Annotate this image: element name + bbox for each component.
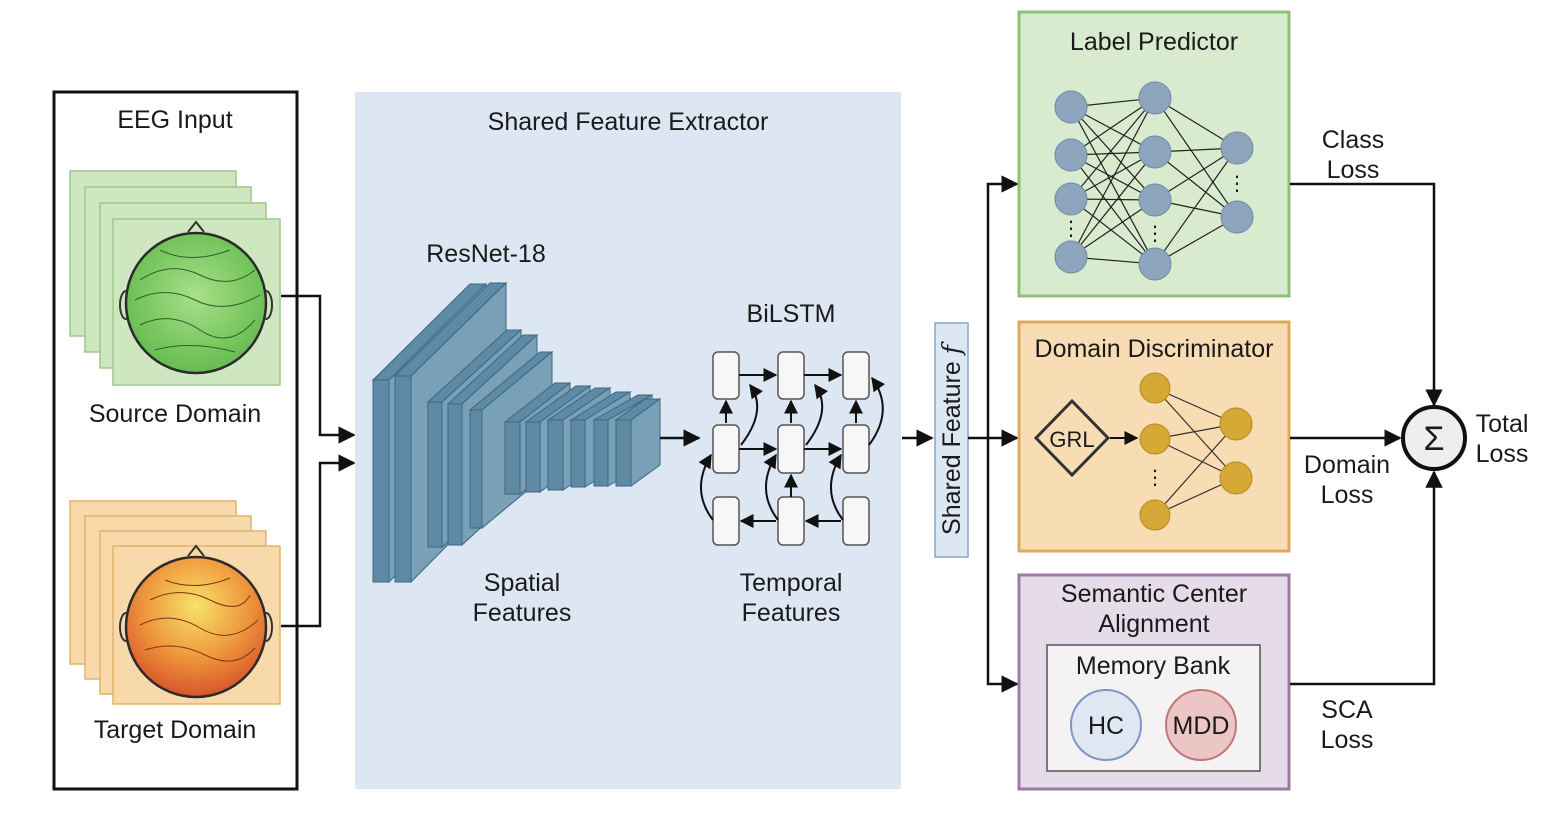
label-predictor-panel: Label Predictor ⋮ ⋮ ⋮ <box>1017 10 1291 298</box>
lp-ellipsis-3: ⋮ <box>1227 173 1247 195</box>
class-loss-line2: Loss <box>1327 156 1380 184</box>
temporal-features-line1: Temporal <box>740 569 843 597</box>
sca-title-line2: Alignment <box>1098 610 1209 638</box>
mdd-label: MDD <box>1173 712 1230 740</box>
spatial-features-line2: Features <box>473 599 572 627</box>
domain-loss-line2: Loss <box>1321 481 1374 509</box>
loss-arrows <box>1290 182 1443 686</box>
grl-block: GRL <box>1033 398 1111 478</box>
label-predictor-title: Label Predictor <box>1070 28 1238 56</box>
domain-discriminator-title: Domain Discriminator <box>1035 335 1274 363</box>
target-domain-stack <box>69 500 281 705</box>
eeg-input-title: EEG Input <box>117 106 232 134</box>
grl-label: GRL <box>1049 427 1094 452</box>
spatial-features-line1: Spatial <box>484 569 560 597</box>
class-loss-line1: Class <box>1322 126 1385 154</box>
bilstm-cells <box>712 351 870 546</box>
target-domain-label: Target Domain <box>94 716 257 744</box>
bilstm-connections <box>698 368 886 528</box>
branch-arrows <box>968 175 1019 693</box>
total-loss-line1: Total <box>1476 410 1529 438</box>
lp-ellipsis-1: ⋮ <box>1061 218 1081 240</box>
bilstm-label: BiLSTM <box>747 300 836 328</box>
dd-ellipsis: ⋮ <box>1145 467 1165 489</box>
sca-panel: Semantic Center Alignment Memory Bank HC… <box>1017 573 1291 791</box>
memory-bank: Memory Bank HC MDD <box>1046 644 1261 772</box>
svg-text:Shared Feature f: Shared Feature f <box>937 341 966 535</box>
hc-center <box>1070 689 1142 761</box>
resnet-label: ResNet-18 <box>426 240 546 268</box>
shared-feature-extractor-panel: Shared Feature Extractor ResNet-18 <box>355 92 901 789</box>
source-domain-stack <box>69 170 281 386</box>
memory-bank-label: Memory Bank <box>1076 652 1231 680</box>
shared-feature-symbol: f <box>937 341 966 356</box>
sca-title-line1: Semantic Center <box>1061 580 1247 608</box>
sum-node: Σ <box>1401 405 1467 471</box>
hc-label: HC <box>1088 712 1124 740</box>
sum-symbol: Σ <box>1423 420 1444 458</box>
lp-ellipsis-2: ⋮ <box>1145 223 1165 245</box>
mdd-center <box>1165 689 1237 761</box>
extractor-title: Shared Feature Extractor <box>488 108 769 136</box>
input-arrows <box>281 294 356 628</box>
eeg-input-panel: EEG Input Source Domain <box>52 90 299 791</box>
temporal-features-line2: Features <box>742 599 841 627</box>
sca-loss-line1: SCA <box>1321 696 1373 724</box>
resnet-18-layers <box>371 281 662 584</box>
total-loss-line2: Loss <box>1476 440 1529 468</box>
domain-loss-line1: Domain <box>1304 451 1390 479</box>
label-predictor-nodes <box>1054 81 1254 281</box>
sca-loss-line2: Loss <box>1321 726 1374 754</box>
target-topomap-icon <box>119 544 273 699</box>
domain-discriminator-panel: Domain Discriminator GRL ⋮ <box>1017 320 1291 553</box>
shared-feature-label: Shared Feature <box>938 361 966 535</box>
shared-feature-block: Shared Feature f <box>934 322 969 558</box>
source-topomap-icon <box>119 220 273 375</box>
source-domain-label: Source Domain <box>89 400 261 428</box>
domain-discriminator-nodes <box>1139 372 1253 531</box>
